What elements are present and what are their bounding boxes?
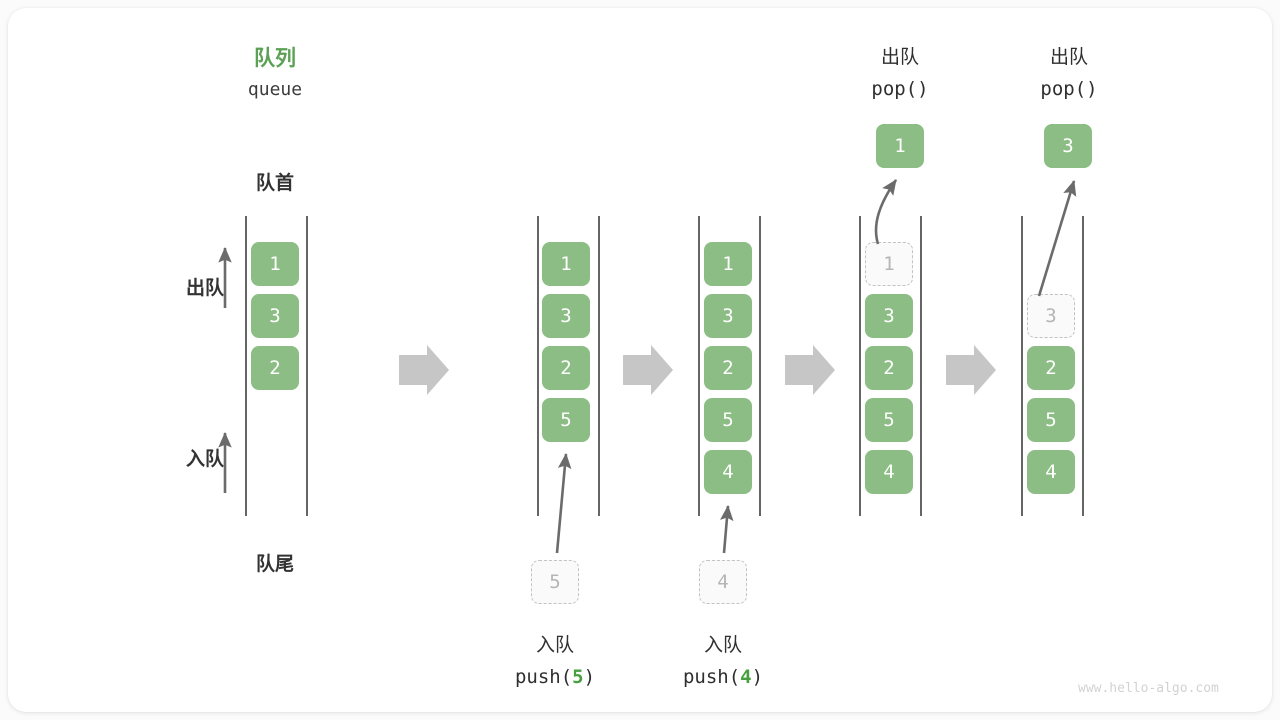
diagram-title-en: queue bbox=[247, 79, 303, 100]
flow-arrow-1 bbox=[399, 345, 449, 395]
stage2-ghost-node: 5 bbox=[531, 560, 579, 604]
push-5-code-prefix: push( bbox=[514, 666, 573, 688]
stage2-rail-left bbox=[537, 216, 539, 516]
diagram-title-cn: 队列 bbox=[254, 47, 296, 70]
stage1-node-2: 2 bbox=[251, 346, 299, 390]
stage5-rail-left bbox=[1021, 216, 1023, 516]
stage3-ghost-node: 4 bbox=[699, 560, 747, 604]
stage3-rail-left bbox=[698, 216, 700, 516]
stage2-node-1: 3 bbox=[542, 294, 590, 338]
flow-arrow-3 bbox=[785, 345, 835, 395]
enqueue-direction-label: 入队 bbox=[185, 449, 224, 470]
queue-rear-label: 队尾 bbox=[255, 554, 294, 575]
pop-1-arrow bbox=[874, 179, 898, 245]
stage3-node-1: 3 bbox=[704, 294, 752, 338]
stage5-node-0: 2 bbox=[1027, 346, 1075, 390]
stage4-rail-right bbox=[920, 216, 922, 516]
pop-2-caption-cn: 出队 bbox=[1049, 47, 1088, 68]
stage5-ghost-node: 3 bbox=[1027, 294, 1075, 338]
push-5-caption-cn: 入队 bbox=[535, 635, 574, 656]
stage2-node-2: 2 bbox=[542, 346, 590, 390]
dequeue-direction-label: 出队 bbox=[185, 278, 224, 299]
diagram-card: 队列 queue 队首 队尾 出队 入队 出队 pop() 出队 pop() 1… bbox=[8, 8, 1272, 712]
pop-1-caption-code: pop() bbox=[871, 78, 929, 100]
stage4-node-0: 3 bbox=[865, 294, 913, 338]
stage5-node-1: 5 bbox=[1027, 398, 1075, 442]
pop-2-arrow bbox=[1037, 180, 1077, 297]
push-4-caption-code: push(4) bbox=[653, 666, 793, 688]
stage1-node-0: 1 bbox=[251, 242, 299, 286]
stage3-rail-right bbox=[759, 216, 761, 516]
stage5-node-2: 4 bbox=[1027, 450, 1075, 494]
watermark: www.hello-algo.com bbox=[1078, 681, 1219, 696]
pop-1-caption-cn: 出队 bbox=[880, 47, 919, 68]
push-5-arrow bbox=[555, 452, 572, 554]
stage3-node-4: 4 bbox=[704, 450, 752, 494]
stage2-rail-right bbox=[598, 216, 600, 516]
stage4-rail-left bbox=[859, 216, 861, 516]
stage3-node-3: 5 bbox=[704, 398, 752, 442]
queue-front-label: 队首 bbox=[255, 173, 294, 194]
stage1-node-1: 3 bbox=[251, 294, 299, 338]
push-5-code-number: 5 bbox=[572, 666, 584, 688]
stage5-rail-right bbox=[1082, 216, 1084, 516]
push-5-code-suffix: ) bbox=[583, 666, 596, 688]
stage2-node-0: 1 bbox=[542, 242, 590, 286]
push-4-code-prefix: push( bbox=[682, 666, 741, 688]
push-4-code-suffix: ) bbox=[751, 666, 764, 688]
flow-arrow-4 bbox=[946, 345, 996, 395]
push-5-caption-code: push(5) bbox=[485, 666, 625, 688]
stage4-node-2: 5 bbox=[865, 398, 913, 442]
stage1-rail-left bbox=[245, 216, 247, 516]
flow-arrow-2 bbox=[623, 345, 673, 395]
pop-2-caption-code: pop() bbox=[1040, 78, 1098, 100]
stage3-node-2: 2 bbox=[704, 346, 752, 390]
stage4-node-3: 4 bbox=[865, 450, 913, 494]
popped-node-1: 1 bbox=[876, 124, 924, 168]
stage4-node-1: 2 bbox=[865, 346, 913, 390]
stage2-node-3: 5 bbox=[542, 398, 590, 442]
diagram-stage: 队列 queue 队首 队尾 出队 入队 出队 pop() 出队 pop() 1… bbox=[8, 8, 1272, 712]
push-4-code-number: 4 bbox=[740, 666, 752, 688]
popped-node-2: 3 bbox=[1044, 124, 1092, 168]
stage3-node-0: 1 bbox=[704, 242, 752, 286]
push-4-arrow bbox=[720, 504, 734, 554]
push-4-caption-cn: 入队 bbox=[703, 635, 742, 656]
stage1-rail-right bbox=[306, 216, 308, 516]
stage4-ghost-node: 1 bbox=[865, 242, 913, 286]
